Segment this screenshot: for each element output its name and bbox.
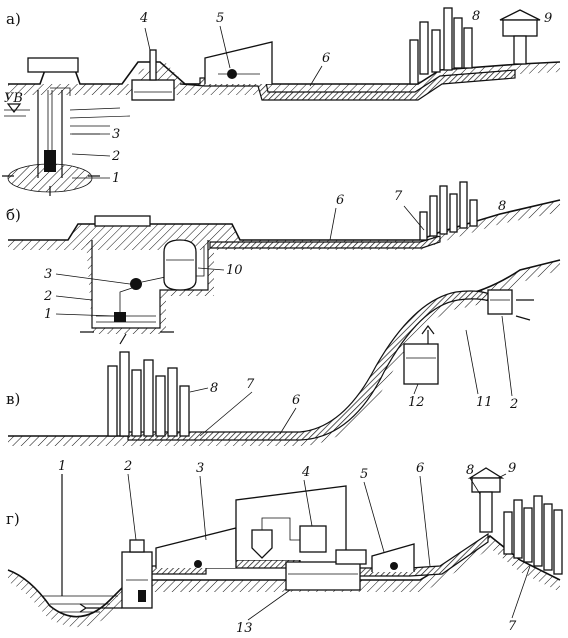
- panel-g-soil: [8, 536, 560, 628]
- label-g-2: 2: [123, 459, 132, 474]
- reservoir-12-vent-arrow: [421, 325, 435, 344]
- well-riser-pipe: [47, 87, 71, 150]
- label-v-2: 2: [509, 397, 518, 412]
- uv-label: УВ: [4, 91, 23, 106]
- label-g-4: 4: [301, 465, 310, 480]
- intake-2: [487, 289, 513, 315]
- uv-marker: [6, 103, 22, 113]
- water-level-lines: [4, 107, 131, 135]
- label-g-8: 8: [466, 463, 474, 478]
- panel-b: б) 1 2 3 6 7 8 10: [6, 181, 561, 345]
- well-casing: [37, 90, 63, 178]
- label-a-5: 5: [216, 11, 224, 26]
- reservoir-4-vent: [149, 49, 157, 81]
- label-a-4: 4: [139, 11, 148, 26]
- panel-b-leaders: [55, 205, 425, 317]
- label-g-5: 5: [360, 467, 368, 482]
- panel-v: в) 2 6 7 8 11 12: [6, 259, 561, 446]
- label-v-8: 8: [210, 381, 218, 396]
- panel-b-cover: [94, 215, 151, 227]
- label-g-13: 13: [236, 621, 253, 636]
- label-g-6: 6: [416, 461, 424, 476]
- clean-water-reservoir-13: [285, 561, 361, 591]
- reservoir-13-hatch: [335, 549, 367, 565]
- label-v-11: 11: [476, 395, 493, 410]
- buildings-8: [409, 7, 473, 85]
- water-tower-g-9: [467, 467, 505, 533]
- label-a-6: 6: [322, 51, 330, 66]
- buildings-g-8: [503, 495, 563, 575]
- pump-5g-icon: [390, 562, 398, 570]
- panel-a: а) УВ: [2, 7, 561, 196]
- buildings-v-8: [107, 351, 190, 437]
- reservoir-12: [403, 343, 439, 385]
- water-tower-9: [499, 9, 541, 65]
- panel-b-ground: [8, 199, 561, 241]
- label-b-6: 6: [336, 193, 344, 208]
- panel-g-leaders: [127, 473, 531, 621]
- reservoir-4: [131, 79, 175, 101]
- buildings-b-8: [419, 181, 478, 241]
- panel-b-label: б): [6, 206, 21, 224]
- label-a-9: 9: [544, 11, 552, 26]
- panel-b-pump-1: [114, 312, 126, 322]
- pressure-tank-10: [163, 239, 197, 291]
- label-b-1: 1: [44, 307, 52, 322]
- panel-b-arrows: [80, 331, 174, 345]
- well-cap: [27, 57, 79, 73]
- panel-g: г): [6, 459, 563, 636]
- pump-3g-icon: [194, 560, 202, 568]
- panel-b-riser: [119, 287, 133, 312]
- intake-pipe: [79, 603, 122, 613]
- pump-station-5: [204, 41, 273, 84]
- panel-a-label: а): [6, 10, 21, 28]
- label-b-10: 10: [226, 263, 243, 278]
- panel-v-leaders: [189, 315, 513, 437]
- label-v-6: 6: [292, 393, 300, 408]
- label-b-2: 2: [43, 289, 52, 304]
- intake-well-2-cap: [129, 539, 145, 553]
- intake-well-2-pump: [138, 590, 146, 602]
- pump-3-icon: [130, 278, 142, 290]
- aquifer-arrows: [2, 175, 100, 196]
- panel-a-leaders: [71, 25, 323, 179]
- label-v-7: 7: [246, 377, 255, 392]
- label-a-2: 2: [111, 149, 120, 164]
- label-a-3: 3: [112, 127, 120, 142]
- label-b-8: 8: [498, 199, 506, 214]
- label-g-1: 1: [58, 459, 66, 474]
- label-g-9: 9: [508, 461, 516, 476]
- panel-v-label: в): [6, 390, 20, 408]
- treatment-piping: [261, 517, 300, 541]
- panel-b-soil: [8, 200, 560, 250]
- intake-2-arrows: [515, 299, 534, 321]
- panel-g-ground: [7, 535, 561, 618]
- label-g-3: 3: [196, 461, 204, 476]
- label-a-1: 1: [112, 171, 120, 186]
- label-b-3: 3: [44, 267, 52, 282]
- pump-station-5g: [371, 543, 415, 572]
- label-v-12: 12: [408, 395, 425, 410]
- label-b-7: 7: [394, 189, 403, 204]
- treatment-filter: [299, 525, 327, 553]
- treatment-tank: [251, 529, 273, 559]
- label-a-8: 8: [472, 9, 480, 24]
- panel-g-label: г): [6, 510, 20, 528]
- label-g-7: 7: [508, 619, 517, 634]
- pressure-tank-outlet: [196, 246, 205, 277]
- panel-b-pipeline: [209, 235, 441, 249]
